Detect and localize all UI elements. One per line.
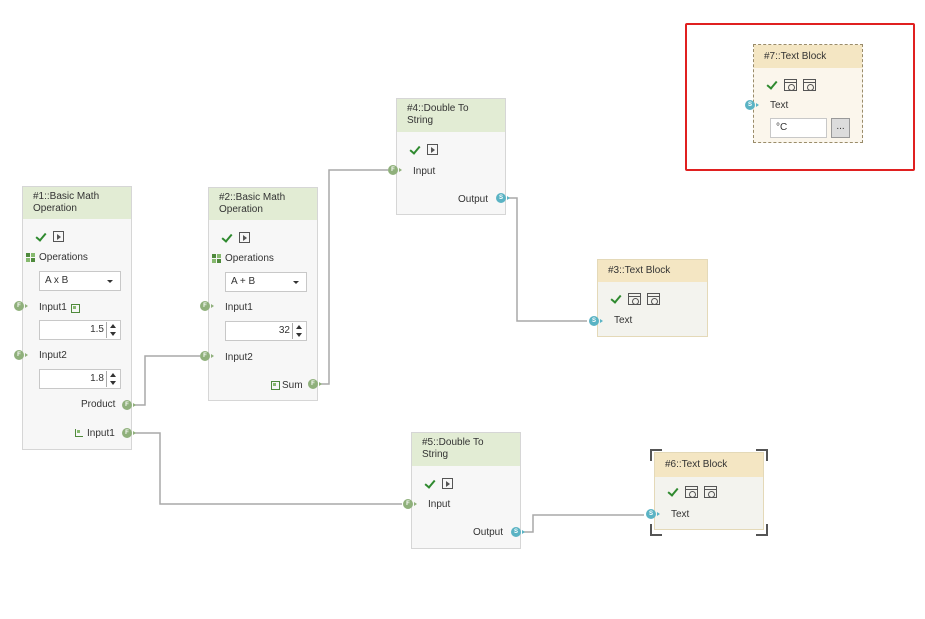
selection-corner	[756, 524, 768, 536]
input2-value: 1.8	[90, 373, 104, 384]
preview-icon[interactable]	[685, 486, 698, 498]
input1-output-label: Input1	[87, 428, 115, 439]
enable-checkbox[interactable]	[409, 144, 421, 156]
operation-select[interactable]: A x B	[39, 271, 121, 291]
operations-icon	[26, 253, 35, 262]
selection-corner	[650, 524, 662, 536]
operation-value: A x B	[45, 275, 69, 286]
run-icon[interactable]	[53, 231, 64, 242]
node-double-to-string-5[interactable]: #5::Double To String Input Output	[411, 432, 521, 549]
n1-input1-out-port[interactable]: F	[122, 428, 136, 438]
node-basic-math-2[interactable]: #2::Basic Math Operation Operations A + …	[208, 187, 318, 401]
n1-product-port[interactable]: F	[122, 400, 136, 410]
input1-value: 32	[278, 325, 290, 336]
run-icon[interactable]	[239, 232, 250, 243]
input-label: Input	[413, 166, 436, 177]
selection-corner	[650, 449, 662, 461]
output-label: Output	[458, 194, 489, 205]
text-input-label: Text	[614, 315, 633, 326]
wire-n2-sum-to-n4-input	[319, 169, 388, 385]
wire-n1-product-to-n2-input2	[133, 355, 200, 406]
run-icon[interactable]	[427, 144, 438, 155]
node-text-block-3[interactable]: #3::Text Block Text	[597, 259, 708, 337]
input2-number-field[interactable]: 1.8	[39, 369, 121, 389]
node-title[interactable]: #1::Basic Math Operation	[23, 187, 131, 219]
n2-input2-port[interactable]: F	[200, 351, 214, 361]
input1-label: Input1	[39, 302, 67, 313]
selection-corner	[756, 449, 768, 461]
highlight-box	[685, 23, 915, 171]
node-basic-math-1[interactable]: #1::Basic Math Operation Operations A x …	[22, 186, 132, 450]
wire-n4-output-to-n3-text	[509, 197, 587, 322]
operation-value: A + B	[231, 276, 256, 287]
operations-label: Operations	[39, 252, 88, 263]
operation-select[interactable]: A + B	[225, 272, 307, 292]
passthrough-icon	[75, 429, 83, 437]
enable-checkbox[interactable]	[35, 231, 47, 243]
output-label: Output	[473, 527, 504, 538]
node-title[interactable]: #3::Text Block	[598, 260, 707, 282]
input2-label: Input2	[39, 350, 67, 361]
product-output-label: Product	[81, 399, 116, 410]
input1-label: Input1	[225, 302, 253, 313]
text-value-field[interactable]: °C	[770, 118, 827, 138]
preview-window-icon[interactable]	[647, 293, 660, 305]
text-input-label: Text	[770, 100, 789, 111]
n2-input1-port[interactable]: F	[200, 301, 214, 311]
n5-input-port[interactable]: F	[403, 499, 417, 509]
node-title[interactable]: #2::Basic Math Operation	[209, 188, 317, 220]
text-input-label: Text	[671, 509, 690, 520]
preview-icon[interactable]	[784, 79, 797, 91]
node-text-block-7[interactable]: #7::Text Block Text °C ...	[753, 44, 863, 143]
enable-checkbox[interactable]	[766, 79, 778, 91]
sum-output-label: Sum	[282, 380, 303, 391]
node-title[interactable]: #4::Double To String	[397, 99, 505, 132]
n6-text-port[interactable]: S	[646, 509, 660, 519]
input-source-icon	[71, 304, 80, 313]
n4-output-port[interactable]: S	[496, 193, 510, 203]
n5-output-port[interactable]: S	[511, 527, 525, 537]
n1-input1-port[interactable]: F	[14, 301, 28, 311]
input1-spinner[interactable]	[292, 323, 305, 339]
operations-label: Operations	[225, 253, 274, 264]
preview-icon[interactable]	[628, 293, 641, 305]
preview-window-icon[interactable]	[704, 486, 717, 498]
chevron-down-icon	[107, 280, 113, 283]
preview-window-icon[interactable]	[803, 79, 816, 91]
n3-text-port[interactable]: S	[589, 316, 603, 326]
text-value: °C	[776, 122, 788, 133]
input-label: Input	[428, 499, 451, 510]
run-icon[interactable]	[442, 478, 453, 489]
input1-value: 1.5	[90, 324, 104, 335]
n4-input-port[interactable]: F	[388, 165, 402, 175]
operations-icon	[212, 254, 221, 263]
input1-spinner[interactable]	[106, 322, 119, 338]
enable-checkbox[interactable]	[424, 478, 436, 490]
input1-number-field[interactable]: 32	[225, 321, 307, 341]
node-title[interactable]: #5::Double To String	[412, 433, 520, 466]
enable-checkbox[interactable]	[610, 293, 622, 305]
n1-input2-port[interactable]: F	[14, 350, 28, 360]
n7-text-port[interactable]: S	[745, 100, 759, 110]
browse-button[interactable]: ...	[831, 118, 850, 138]
enable-checkbox[interactable]	[667, 486, 679, 498]
sum-icon	[271, 381, 280, 390]
enable-checkbox[interactable]	[221, 232, 233, 244]
node-title[interactable]: #6::Text Block	[655, 453, 763, 477]
input2-spinner[interactable]	[106, 371, 119, 387]
node-text-block-6[interactable]: #6::Text Block Text	[654, 452, 764, 530]
n2-sum-port[interactable]: F	[308, 379, 322, 389]
chevron-down-icon	[293, 281, 299, 284]
input2-label: Input2	[225, 352, 253, 363]
input1-number-field[interactable]: 1.5	[39, 320, 121, 340]
wire-n5-output-to-n6-text	[522, 514, 644, 533]
wire-n1-input1-to-n5-input	[134, 432, 402, 505]
node-double-to-string-4[interactable]: #4::Double To String Input Output	[396, 98, 506, 215]
node-title[interactable]: #7::Text Block	[754, 45, 862, 68]
